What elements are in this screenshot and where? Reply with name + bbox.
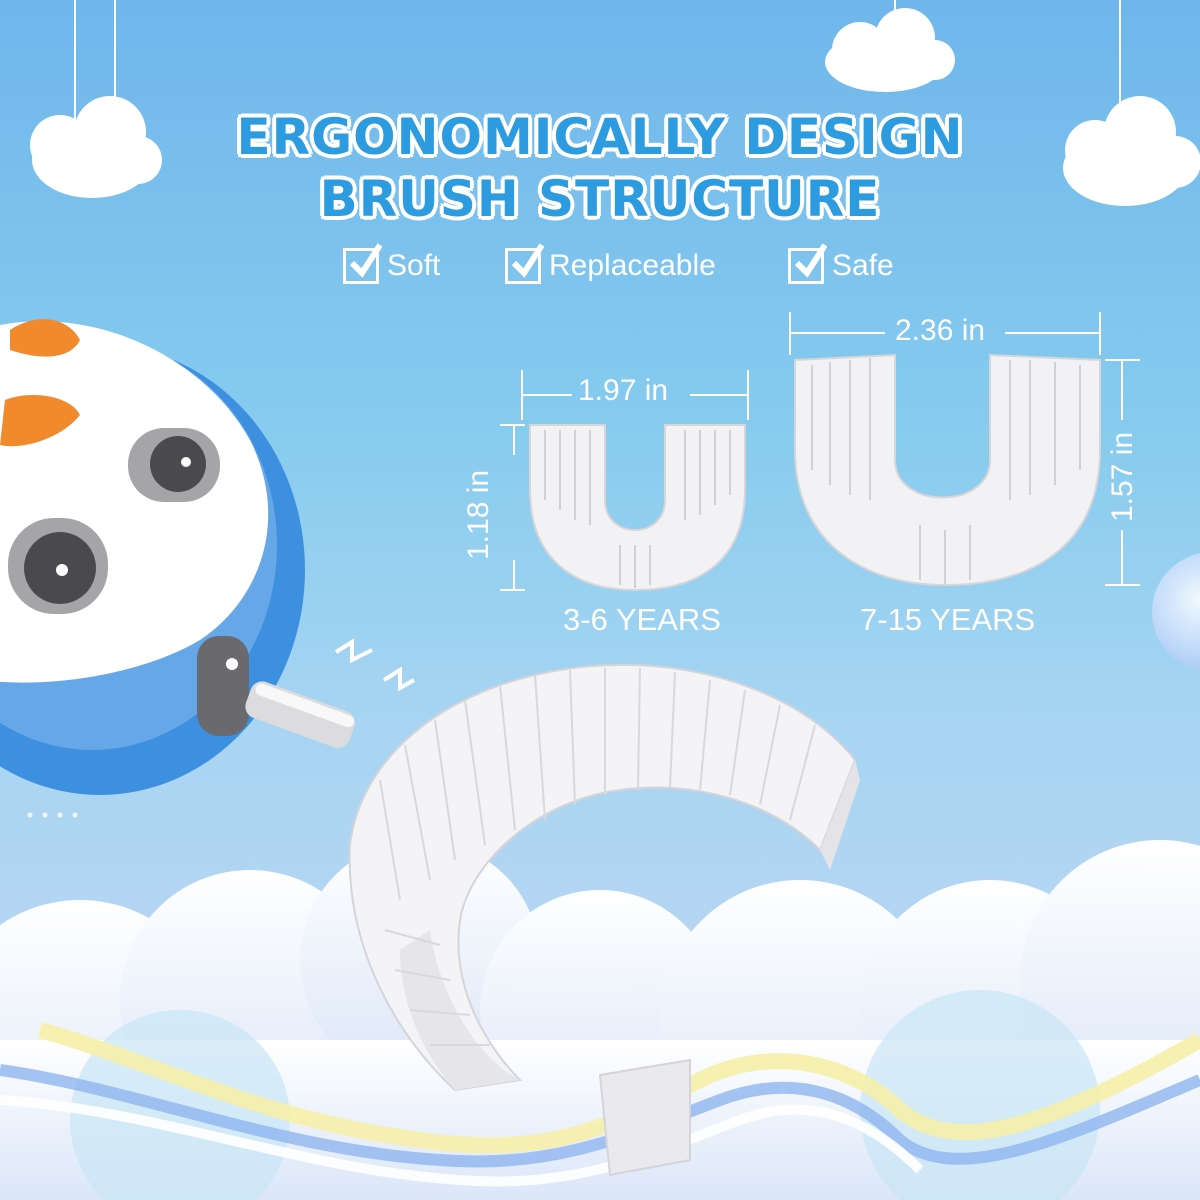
cloud-icon xyxy=(30,96,162,198)
headline-line-2: BRUSH STRUCTURE xyxy=(319,170,881,228)
headline-line-1: ERGONOMICALLY DESIGN xyxy=(236,108,964,166)
small-brush-width: 1.97 in xyxy=(578,374,669,407)
cloud-icon xyxy=(825,8,955,92)
feature-label: Soft xyxy=(387,249,441,282)
bubble-decoration xyxy=(1152,553,1200,671)
cloud-icon xyxy=(1063,96,1200,206)
feature-soft: Soft xyxy=(343,243,441,286)
feature-safe: Safe xyxy=(788,243,894,286)
beak-icon xyxy=(10,319,80,357)
checkbox-checked-icon xyxy=(343,243,382,284)
vibration-icon xyxy=(334,638,415,692)
checkbox-checked-icon xyxy=(788,243,827,284)
checkbox-checked-icon xyxy=(505,243,544,284)
feature-label: Replaceable xyxy=(549,249,716,282)
large-brush-width: 2.36 in xyxy=(895,314,986,347)
feature-label: Safe xyxy=(832,249,894,282)
large-brush-age: 7-15 YEARS xyxy=(860,602,1036,637)
feature-replaceable: Replaceable xyxy=(505,243,716,286)
small-brush-age: 3-6 YEARS xyxy=(563,602,721,637)
